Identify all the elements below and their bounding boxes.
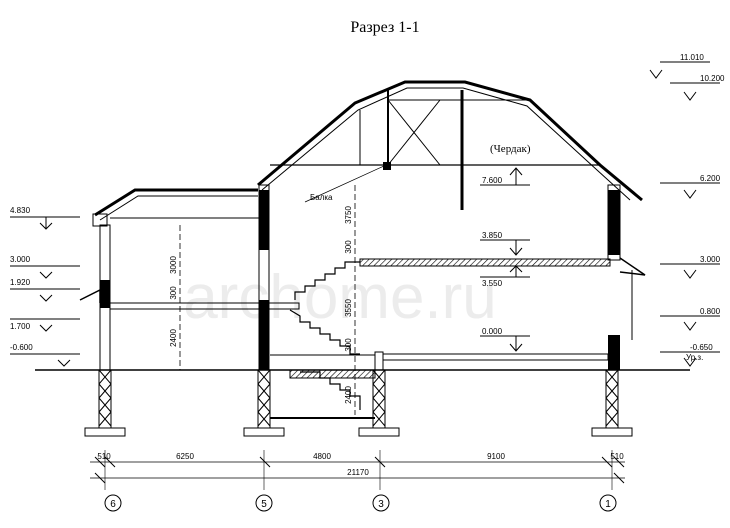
hdim-6250: 6250 bbox=[176, 452, 194, 461]
vdim-300-b: 300 bbox=[344, 240, 353, 254]
hdim-9100: 9100 bbox=[487, 452, 505, 461]
levels-right: 11.010 10.200 6.200 3.000 0.800 -0.650 bbox=[649, 53, 725, 367]
level-left-1920: 1.920 bbox=[10, 278, 31, 287]
level-right-11010: 11.010 bbox=[680, 53, 704, 62]
level-inner-7600: 7.600 bbox=[482, 176, 503, 185]
vdim-2400-b: 2400 bbox=[344, 386, 353, 404]
staircase bbox=[270, 261, 376, 419]
axis-markers: 6 5 3 1 bbox=[104, 494, 617, 512]
axis-marker-6: 6 bbox=[110, 499, 116, 510]
hdim-4800: 4800 bbox=[313, 452, 331, 461]
level-left-minus-0600: -0.600 bbox=[10, 343, 33, 352]
watermark-text: archome.ru bbox=[183, 263, 497, 332]
levels-inner: 7.600 3.850 3.550 0.000 bbox=[480, 167, 530, 352]
foundations bbox=[84, 369, 633, 437]
level-left-4830: 4.830 bbox=[10, 206, 31, 215]
level-right-10200: 10.200 bbox=[700, 74, 725, 83]
levels-left: 4.830 3.000 1.920 1.700 -0.600 bbox=[10, 206, 80, 367]
drawing-title: Разрез 1-1 bbox=[350, 19, 419, 36]
level-left-3000: 3.000 bbox=[10, 255, 31, 264]
vdim-300-a: 300 bbox=[169, 286, 178, 300]
left-roof bbox=[92, 188, 260, 227]
axis-marker-5: 5 bbox=[261, 499, 267, 510]
level-right-3000: 3.000 bbox=[700, 255, 721, 264]
axis-marker-3: 3 bbox=[378, 499, 384, 510]
vdim-300-c: 300 bbox=[344, 338, 353, 352]
axis-marker-1: 1 bbox=[605, 499, 611, 510]
level-right-6200: 6.200 bbox=[700, 174, 721, 183]
total-dimension: 21170 bbox=[347, 468, 369, 477]
vdim-3750: 3750 bbox=[344, 206, 353, 224]
beam-label: Балка bbox=[310, 193, 333, 202]
attic-label: (Чердак) bbox=[490, 143, 531, 155]
level-inner-0000: 0.000 bbox=[482, 327, 503, 336]
level-right-0800: 0.800 bbox=[700, 307, 721, 316]
walls bbox=[99, 184, 633, 371]
level-inner-3850: 3.850 bbox=[482, 231, 503, 240]
ground-label: Ур.з. bbox=[686, 353, 703, 362]
horizontal-dimensions: 510 6250 4800 9100 510 21170 bbox=[90, 450, 625, 490]
vdim-3550: 3550 bbox=[344, 299, 353, 317]
main-roof bbox=[257, 80, 643, 210]
level-right-minus-0650: -0.650 bbox=[690, 343, 713, 352]
vdim-3000: 3000 bbox=[169, 256, 178, 274]
hdim-510-right: 510 bbox=[610, 452, 624, 461]
level-left-1700: 1.700 bbox=[10, 322, 31, 331]
hdim-510-left: 510 bbox=[97, 452, 111, 461]
level-inner-3550: 3.550 bbox=[482, 279, 503, 288]
vertical-dimensions: 3000 300 2400 3750 300 3550 300 2400 bbox=[169, 206, 353, 404]
vdim-2400-a: 2400 bbox=[169, 329, 178, 347]
